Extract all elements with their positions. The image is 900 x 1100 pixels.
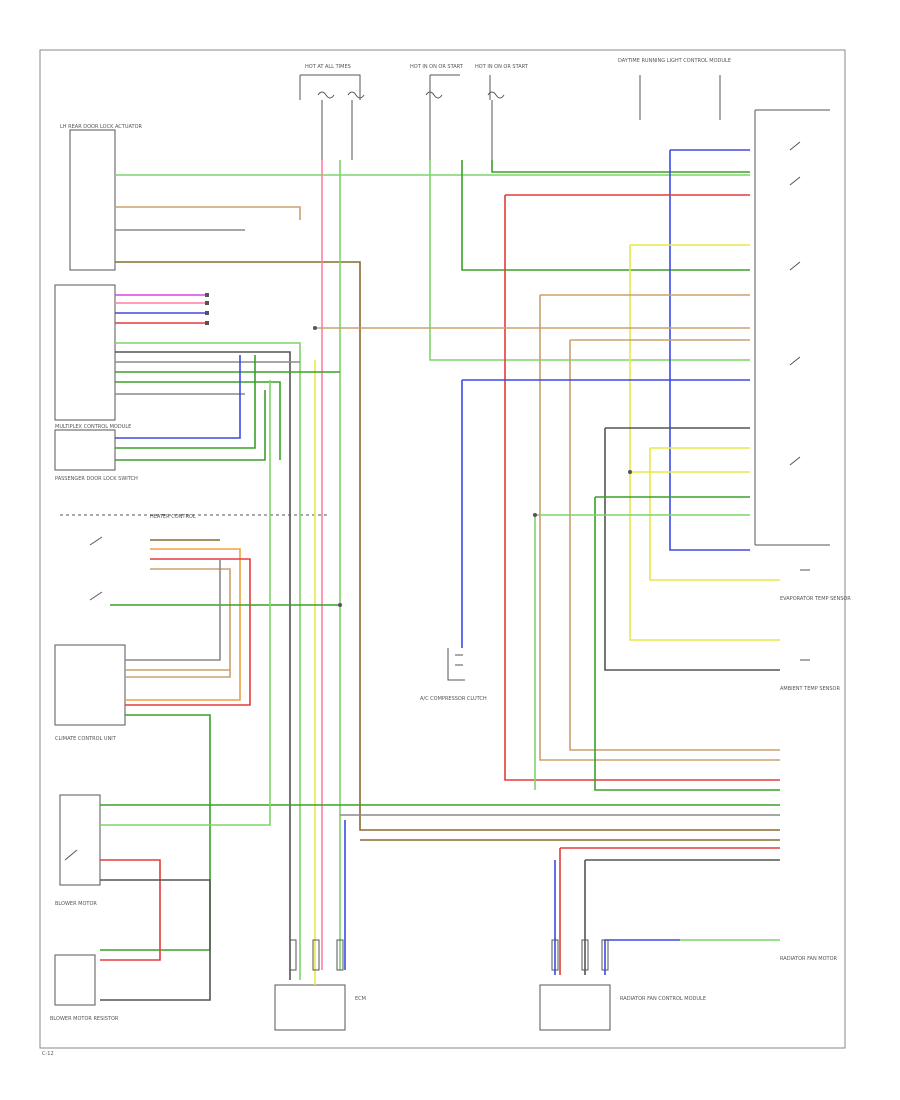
wire-blue-fan [604,939,680,975]
passenger-switch-label: PASSENGER DOOR LOCK SWITCH [55,476,138,482]
blower-resistor: BLOWER MOTOR RESISTOR [50,954,119,1022]
wire-brown-1 [115,261,780,831]
blower-resistor-label: BLOWER MOTOR RESISTOR [50,1016,119,1022]
ac-compressor-label: A/C COMPRESSOR CLUTCH [420,696,487,702]
right-module-title: DAYTIME RUNNING LIGHT CONTROL MODULE [618,58,731,64]
wire-green-bm2 [100,380,271,826]
wire-green-fuse2b [461,160,750,271]
wire-green-r5 [534,514,750,790]
wires [100,149,780,1001]
wire-blue-r1 [669,149,750,551]
heater-control: HEATER CONTROL [60,514,330,601]
heater-control-label: HEATER CONTROL [150,514,196,520]
wire-green-fuse2 [429,160,750,361]
blower-motor-label: BLOWER MOTOR [55,901,97,907]
fuse-label-hot-on-2: HOT IN ON OR START [475,64,529,70]
ac-compressor: A/C COMPRESSOR CLUTCH [420,648,487,702]
wire-gray-l [115,351,291,980]
wire-orange-hs [125,548,241,701]
fuse-block-top: HOT AT ALL TIMES HOT IN ON OR START HOT … [299,64,529,160]
wire-red-hs [125,558,251,706]
wire-gray-r [569,339,780,751]
bottom-boxes: ECM RADIATOR FAN CONTROL MODULE RADIATOR… [274,956,838,1031]
right-sensors: EVAPORATOR TEMP SENSOR AMBIENT TEMP SENS… [780,569,851,692]
left-switch-label: LH REAR DOOR LOCK ACTUATOR [60,124,142,130]
wire-red-bm [100,859,161,961]
wire-green-r4 [594,496,780,791]
diagram-frame [39,49,846,1049]
wire-brown-r [604,427,780,671]
ambient-sensor-label: AMBIENT TEMP SENSOR [780,686,840,692]
wire-blue-comp [461,379,750,648]
wire-red-r1 [504,194,780,781]
wire-gray-br2 [584,859,780,975]
left-switch-group: LH REAR DOOR LOCK ACTUATOR MULTIPLEX CON… [54,124,142,482]
wire-green-l2 [115,381,281,460]
wire-blue-ps [115,355,241,439]
climate-unit-label: CLIMATE CONTROL UNIT [55,736,117,742]
wire-yellow-r2 [649,447,780,581]
footer-code: C-12 [42,1051,54,1057]
right-module: DAYTIME RUNNING LIGHT CONTROL MODULE [618,58,830,546]
wire-green-cu [100,714,211,951]
blower-motor: BLOWER MOTOR [55,794,101,907]
radiator-fan-label: RADIATOR FAN MOTOR [780,956,838,962]
evap-sensor-label: EVAPORATOR TEMP SENSOR [780,596,851,602]
radiator-fan-module-label: RADIATOR FAN CONTROL MODULE [620,996,706,1002]
wire-yellow-r1 [629,244,780,641]
wire-gray-bm [100,879,211,1001]
fuse-label-hot-all: HOT AT ALL TIMES [305,64,351,70]
connector-marks [205,293,632,971]
climate-unit: CLIMATE CONTROL UNIT [54,644,126,742]
wire-gray-cu [125,560,221,661]
left-module-label: MULTIPLEX CONTROL MODULE [55,424,131,430]
wire-orange-r [539,294,780,761]
wire-green-fuse3 [491,160,750,173]
ecm-label: ECM [355,996,366,1002]
wire-lgreen-l [115,342,301,980]
wire-red-br [559,847,780,975]
wire-tan-1 [115,206,301,220]
wire-tan-hs [125,568,231,678]
fuse-label-hot-on: HOT IN ON OR START [410,64,464,70]
wire-green-ps2 [115,390,266,461]
wire-green-ps [115,355,256,449]
